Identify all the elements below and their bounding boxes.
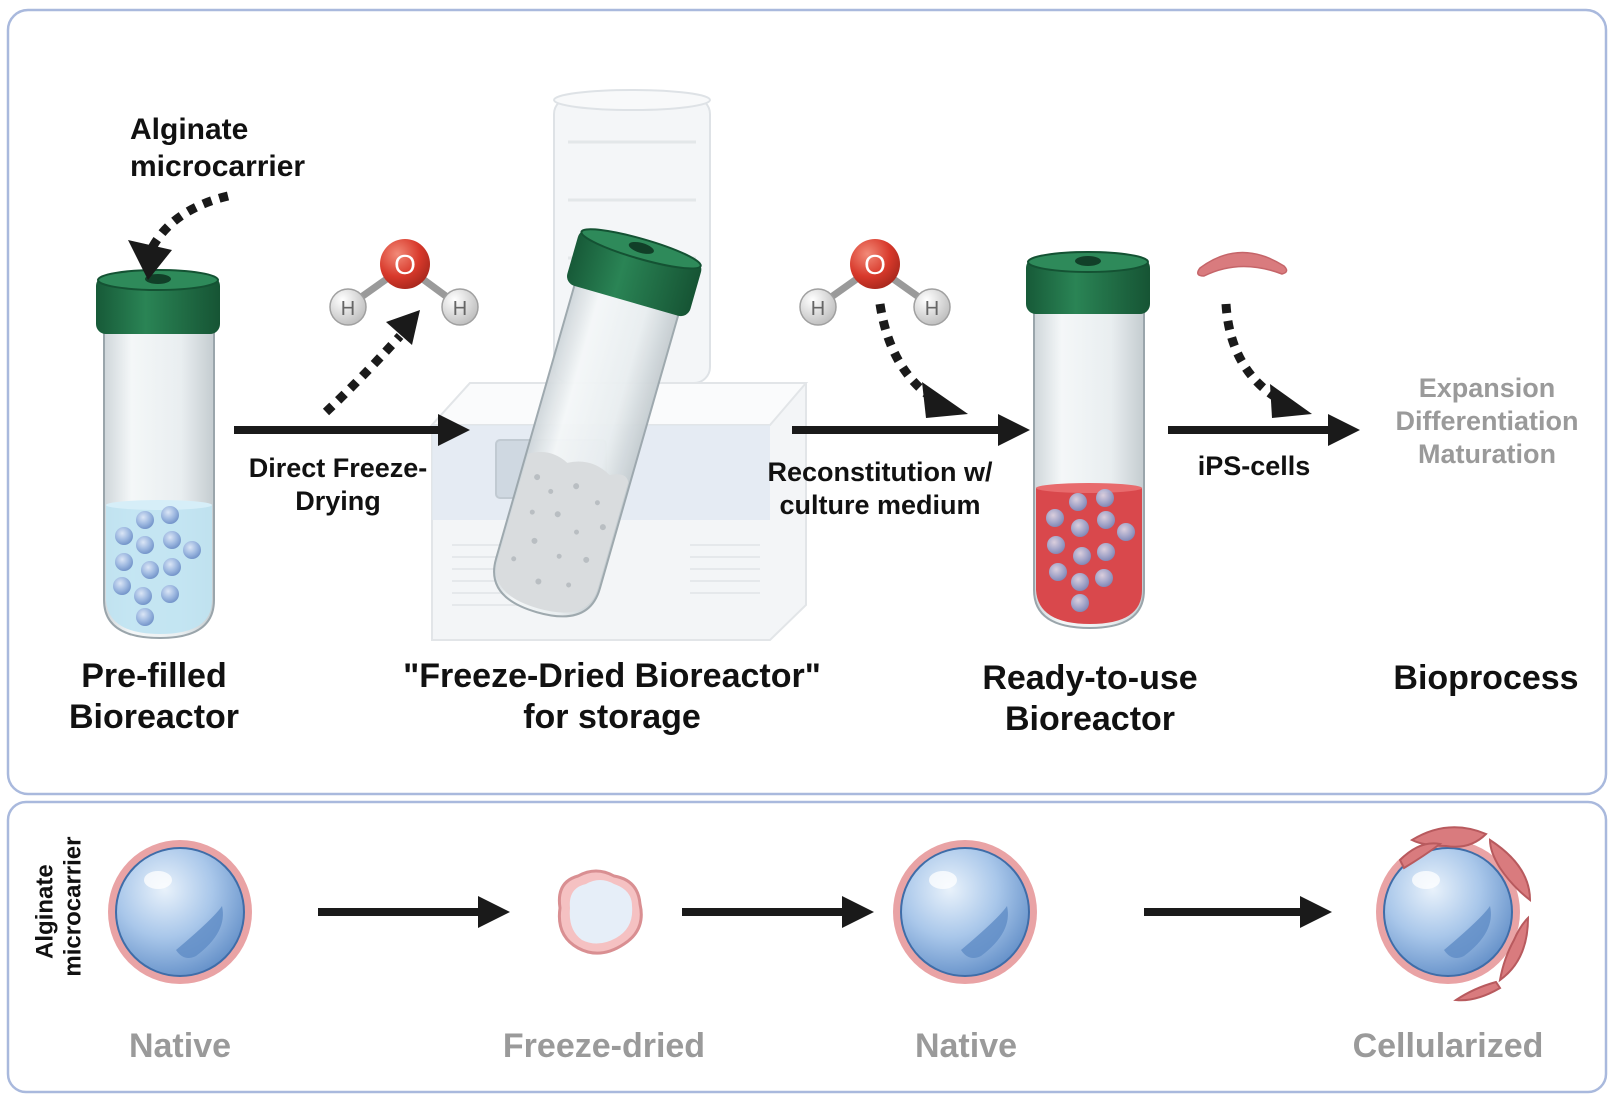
water-molecule-2: O H H	[799, 239, 951, 326]
dotted-arrow-head	[128, 240, 172, 280]
reconstitution-label: Reconstitution w/ culture medium	[767, 457, 993, 520]
native-microcarrier-1	[108, 840, 252, 984]
dotted-arrow-head	[922, 382, 968, 418]
oxygen-atom-label: O	[394, 249, 416, 280]
bioprocess-label: Bioprocess	[1393, 659, 1579, 697]
bioprocess-steps-label: Expansion Differentiation Maturation	[1395, 373, 1579, 469]
state-label-native: Native	[914, 1027, 1018, 1065]
arrow-head	[1300, 896, 1332, 928]
ready-to-use-bioreactor-tube	[1026, 251, 1150, 630]
arrow-head	[438, 414, 470, 446]
cellularized-microcarrier	[1376, 826, 1532, 1002]
arrow-head	[998, 414, 1030, 446]
arrow-head	[842, 896, 874, 928]
native-microcarrier-2	[893, 840, 1037, 984]
ready-to-use-bioreactor-label: Ready-to-use Bioreactor	[982, 659, 1198, 739]
alginate-microcarrier-side-label: Alginate microcarrier	[31, 836, 86, 977]
top-panel	[6, 8, 1608, 796]
alginate-microcarrier-label: Alginate microcarrier	[130, 113, 306, 183]
hydrogen-atom-label: H	[811, 298, 825, 320]
state-label-native: Native	[128, 1027, 232, 1065]
freeze-dried-bioreactor-tube	[493, 228, 702, 618]
alginate-beads	[113, 506, 201, 626]
dotted-arrow-head	[386, 310, 420, 345]
water-molecule-1: O H H	[329, 239, 479, 326]
alginate-beads	[1046, 489, 1135, 612]
freeze-dried-microcarrier	[557, 869, 643, 955]
ips-cells-on-surface	[1398, 826, 1532, 1002]
dotted-arrow-head	[1270, 384, 1312, 418]
ips-cells-label: iPS-cells	[1197, 451, 1311, 481]
prefilled-bioreactor-label: Pre-filled Bioreactor	[68, 657, 240, 737]
ips-cell-icon	[1197, 251, 1288, 277]
freeze-dried-bioreactor-label: "Freeze-Dried Bioreactor" for storage	[403, 657, 821, 737]
prefilled-bioreactor-tube	[96, 269, 220, 640]
hydrogen-atom-label: H	[453, 298, 467, 320]
state-label-freeze-dried: Freeze-dried	[502, 1027, 706, 1065]
state-label-cellularized: Cellularized	[1352, 1027, 1544, 1065]
arrow-head	[1328, 414, 1360, 446]
hydrogen-atom-label: H	[925, 298, 939, 320]
oxygen-atom-label: O	[864, 249, 886, 280]
hydrogen-atom-label: H	[341, 298, 355, 320]
arrow-head	[478, 896, 510, 928]
bottom-panel	[6, 800, 1608, 1094]
direct-freeze-drying-label: Direct Freeze- Drying	[248, 453, 428, 516]
